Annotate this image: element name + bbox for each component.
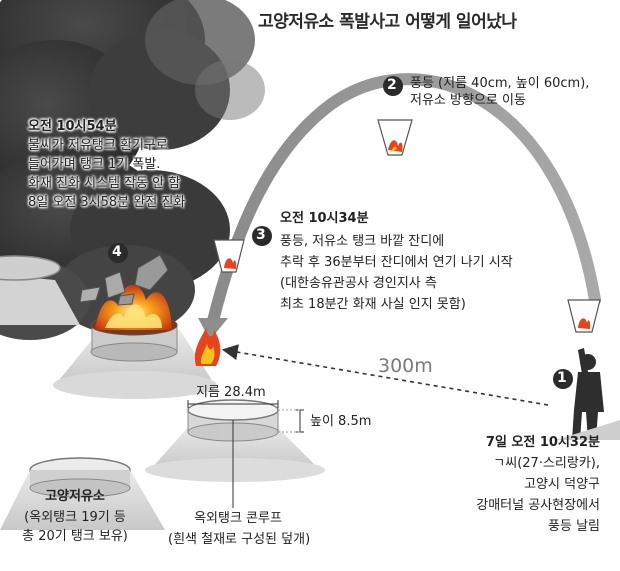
- tank-roof-note: (흰색 철재로 구성된 덮개): [168, 532, 311, 547]
- step-4-line-2: 들어가며 탱크 1기 폭발.: [28, 157, 161, 172]
- burning-tank: [53, 254, 217, 399]
- step-4-line-1: 불씨가 저유탱크 환기구로: [28, 138, 168, 153]
- step-badges: [108, 76, 573, 389]
- lantern-step-1: [567, 299, 601, 333]
- step-1-line-1: ㄱ씨(27·스리랑카),: [493, 456, 600, 471]
- grass-fire-icon: [194, 328, 221, 366]
- step-1-text: 7일 오전 10시32분 ㄱ씨(27·스리랑카), 고양시 덕양구 강매터널 공…: [440, 434, 600, 535]
- facility-tank: [0, 457, 165, 530]
- step-1-line-2: 고양시 덕양구: [524, 477, 600, 492]
- trajectory-arrowhead: [198, 318, 228, 340]
- step-3-number: 3: [256, 227, 266, 243]
- step-2-line-2: 저유소 방향으로 이동: [410, 93, 526, 108]
- lantern-step-3: [213, 239, 245, 273]
- trajectory-arc: [206, 73, 601, 331]
- facility-note-1: (옥외탱크 19기 등: [24, 510, 126, 525]
- page-title: 고양저유소 폭발사고 어떻게 일어났나: [258, 12, 517, 32]
- tank-height-label: 높이 8.5m: [310, 414, 372, 429]
- step-4-line-4: 8일 오전 3시58분 완전 진화: [28, 195, 186, 210]
- step-3-time: 오전 10시34분: [280, 211, 369, 226]
- tank-diameter-label: 지름 28.4m: [196, 385, 266, 400]
- step-3-line-2: 추락 후 36분부터 잔디에서 연기 나기 시작: [280, 255, 513, 270]
- tank-roof-name: 옥외탱크 콘루프: [194, 511, 282, 526]
- distance-label: 300m: [378, 355, 433, 377]
- step-4-line-3: 화재 진화 시스템 작동 안 함: [28, 176, 181, 191]
- step-1-number: 1: [557, 370, 567, 386]
- facility-name: 고양저유소: [45, 489, 105, 504]
- step-1-time: 7일 오전 10시32분: [485, 435, 600, 450]
- step-3-text: 오전 10시34분 풍등, 저유소 탱크 바깥 잔디에 추락 후 36분부터 잔…: [280, 210, 513, 313]
- step-2-line-1: 풍등 (지름 40cm, 높이 60cm),: [410, 76, 590, 91]
- background-tank: [0, 255, 80, 325]
- person-silhouette: [556, 348, 620, 440]
- step-2-number: 2: [387, 77, 397, 93]
- step-3-line-3: (대한송유관공사 경인지사 측: [280, 276, 437, 291]
- distance-arrow: [221, 344, 549, 406]
- lantern-step-2: [377, 119, 413, 156]
- tank-roof-label: 옥외탱크 콘루프 (흰색 철재로 구성된 덮개): [168, 510, 311, 548]
- facility-label: 고양저유소 (옥외탱크 19기 등 총 20기 탱크 보유): [10, 488, 140, 545]
- step-4-text: 오전 10시54분 불씨가 저유탱크 환기구로 들어가며 탱크 1기 폭발. 화…: [28, 118, 185, 211]
- step-2-text: 풍등 (지름 40cm, 높이 60cm), 저유소 방향으로 이동: [410, 75, 589, 109]
- step-3-line-4: 최초 18분간 화재 사실 인지 못함): [280, 297, 466, 312]
- facility-note-2: 총 20기 탱크 보유): [22, 529, 128, 544]
- measured-tank: [145, 399, 325, 508]
- step-1-line-3: 강매터널 공사현장에서: [476, 498, 600, 513]
- step-1-line-4: 풍등 날림: [548, 519, 600, 534]
- step-4-number: 4: [112, 244, 122, 260]
- step-4-time: 오전 10시54분: [28, 119, 117, 134]
- step-3-line-1: 풍등, 저유소 탱크 바깥 잔디에: [280, 234, 445, 249]
